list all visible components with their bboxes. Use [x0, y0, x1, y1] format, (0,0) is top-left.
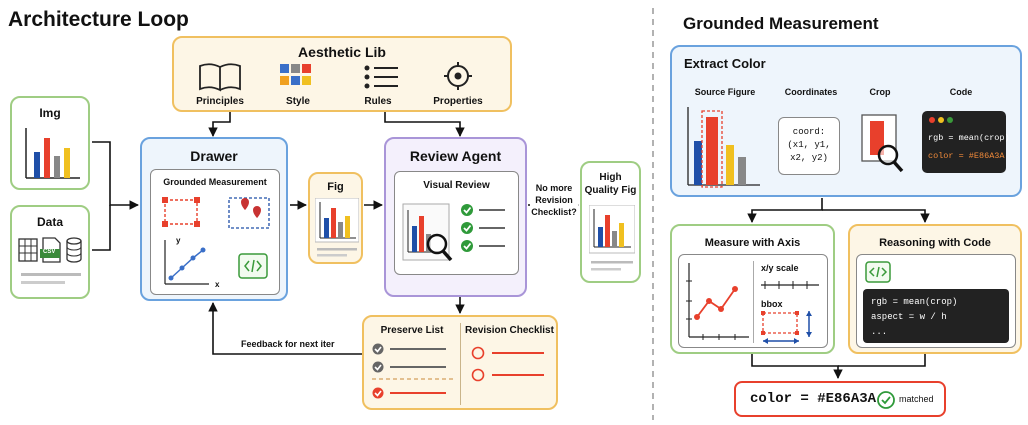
bbox-measure-icon — [761, 281, 819, 344]
grounded-measurement-panel: Grounded Measurement — [150, 169, 280, 295]
magnified-chart-icon — [402, 203, 453, 262]
preserve-revision-box: Preserve List Revision Checklist — [362, 315, 558, 410]
drawer-title: Drawer — [190, 148, 238, 164]
source-figure-icon — [687, 107, 760, 188]
crop-magnifier-icon — [861, 114, 904, 173]
output-line: High — [599, 172, 622, 183]
review-tools — [402, 203, 505, 262]
aesthetic-lib-title: Aesthetic Lib — [298, 44, 386, 60]
feedback-label: Feedback for next iter — [241, 339, 335, 349]
coord-line: (x1, y1, — [787, 140, 831, 150]
preserve-list-label: Preserve List — [380, 325, 444, 336]
result-box: color = #E86A3A matched — [734, 381, 946, 417]
extract-color-title: Extract Color — [684, 56, 766, 71]
code-line: ... — [871, 327, 888, 337]
coord-line: coord: — [792, 127, 826, 137]
revision-checklist-label: Revision Checklist — [465, 325, 554, 336]
reasoning-code: rgb = mean(crop) aspect = w / h ... — [871, 295, 957, 340]
decision-line: Revision — [535, 195, 573, 205]
window-dots-icon — [929, 117, 953, 123]
aesthetic-icons — [199, 62, 472, 92]
crosshair-icon — [444, 62, 472, 90]
code-line-color: color = #E86A3A — [928, 151, 1005, 161]
result-value: color = #E86A3A — [750, 391, 877, 407]
preserve-checks-icon — [372, 343, 454, 399]
data-label: Data — [36, 215, 63, 229]
fig-box: Fig — [308, 172, 363, 264]
coordinates-panel: coord: (x1, y1, x2, y2) — [778, 117, 840, 175]
reasoning-with-code-title: Reasoning with Code — [879, 237, 991, 249]
measure-panel: x/y scale bbox — [678, 254, 828, 348]
bbox-label: bbox — [761, 299, 783, 309]
code-icon — [865, 261, 891, 283]
rules-label: Rules — [364, 96, 392, 107]
code-line: aspect = w / h — [871, 312, 947, 322]
code-line-rgb: rgb = mean(crop) — [928, 133, 1010, 143]
coordinates-text: coord: (x1, y1, x2, y2) — [779, 126, 839, 165]
location-pin-icon — [228, 197, 270, 229]
bar-chart-icon — [25, 128, 80, 179]
matched-status: matched — [899, 394, 934, 404]
crop-label: Crop — [869, 87, 891, 97]
coordinates-label: Coordinates — [784, 87, 838, 97]
img-input-box: Img — [10, 96, 90, 190]
drawer-tools — [162, 197, 270, 285]
high-quality-fig-box: High Quality Fig — [580, 161, 641, 283]
axis-line-chart-icon — [686, 263, 749, 340]
extract-color-box: Extract Color Source Figure Coordinates … — [670, 45, 1022, 197]
output-chart-icon — [589, 205, 635, 271]
reasoning-panel: rgb = mean(crop) aspect = w / h ... — [856, 254, 1016, 348]
divider — [460, 323, 461, 405]
output-line: Quality Fig — [584, 185, 637, 196]
reasoning-with-code-box: Reasoning with Code rgb = mean(crop) asp… — [848, 224, 1022, 354]
reasoning-code-terminal: rgb = mean(crop) aspect = w / h ... — [863, 289, 1009, 343]
code-terminal: rgb = mean(crop) color = #E86A3A — [922, 111, 1010, 173]
csv-badge: CSV — [43, 249, 56, 255]
xy-scale-label: x/y scale — [761, 263, 799, 273]
drawer-axis-y: y — [176, 236, 181, 245]
visual-review-panel: Visual Review — [394, 171, 519, 275]
review-agent-box: Review Agent Visual Review — [384, 137, 527, 297]
fig-chart-icon — [315, 198, 359, 257]
fig-label: Fig — [327, 181, 344, 193]
architecture-loop-title: Architecture Loop — [8, 8, 189, 31]
divider — [753, 261, 754, 343]
decision-line: No more — [535, 183, 573, 193]
check-circle-icon — [877, 391, 895, 409]
principles-label: Principles — [196, 96, 244, 107]
decision-label: No more Revision Checklist? — [530, 182, 578, 218]
code-line: rgb = mean(crop) — [871, 297, 958, 307]
measure-with-axis-title: Measure with Axis — [704, 237, 801, 249]
checklist-icon — [461, 204, 505, 252]
source-figure-label: Source Figure — [694, 87, 756, 97]
list-marks — [372, 343, 544, 399]
line-plot-icon — [164, 240, 209, 285]
data-files-icon — [18, 237, 82, 284]
list-icon — [364, 65, 398, 89]
book-icon — [199, 63, 241, 92]
decision-line: Checklist? — [531, 207, 577, 217]
data-input-box: Data CSV — [10, 205, 90, 299]
properties-label: Properties — [433, 96, 483, 107]
style-label: Style — [286, 96, 310, 107]
high-quality-fig-label: High Quality Fig — [582, 171, 639, 197]
drawer-box: Drawer Grounded Measurement — [140, 137, 288, 301]
bbox-icon — [162, 197, 200, 227]
coord-line: x2, y2) — [790, 153, 828, 163]
grounded-measurement-title: Grounded Measurement — [683, 14, 879, 33]
img-label: Img — [39, 106, 61, 120]
measure-with-axis-box: Measure with Axis x/y scale bbox — [670, 224, 835, 354]
visual-review-label: Visual Review — [423, 180, 490, 191]
grounded-measurement-label: Grounded Measurement — [163, 177, 267, 187]
drawer-axis-x: x — [215, 280, 220, 289]
revision-items-icon — [471, 346, 544, 382]
code-label: Code — [949, 87, 973, 97]
review-agent-title: Review Agent — [409, 148, 502, 164]
palette-icon — [280, 64, 311, 85]
code-icon — [238, 253, 268, 279]
aesthetic-lib-box: Aesthetic Lib Principles Style Rules Pro… — [172, 36, 512, 112]
